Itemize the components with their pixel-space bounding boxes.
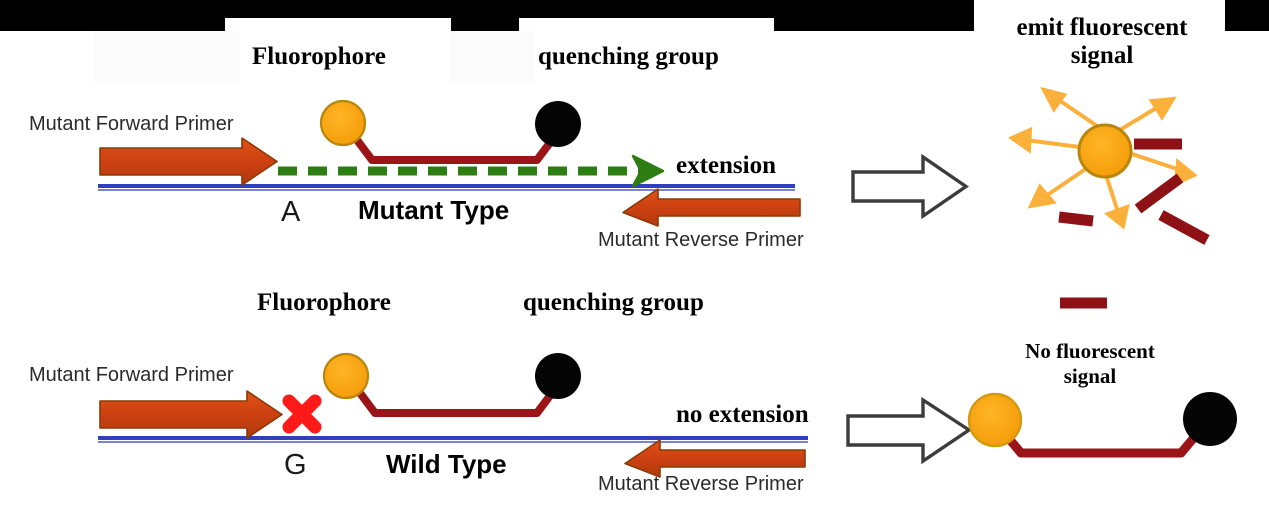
bottom-mutant-reverse-primer-label: Mutant Reverse Primer <box>598 473 804 495</box>
top-black-bar-5 <box>774 0 974 31</box>
bottom-quenching-group-label: quenching group <box>523 289 704 316</box>
bottom-probe-backbone-icon <box>347 377 565 417</box>
top-black-bar-3 <box>451 0 519 31</box>
bottom-forward-primer-arrow-icon <box>99 390 283 439</box>
top-fluorophore-label: Fluorophore <box>252 43 386 70</box>
top-template-strand-icon <box>98 184 795 191</box>
no-fluorescent-signal-label-line2: signal <box>1063 364 1117 388</box>
extension-arrowhead-icon <box>631 154 665 188</box>
bottom-panel-graphics <box>98 297 1237 478</box>
emit-fluorescent-signal-label-line1: emit fluorescent <box>1016 14 1188 41</box>
mismatch-x-icon <box>282 394 322 434</box>
cleaved-probe-fragments-icon <box>1058 138 1210 245</box>
top-black-bar-4 <box>519 0 774 18</box>
top-process-arrow-icon <box>851 153 970 220</box>
no-extension-label: no extension <box>676 401 809 428</box>
wild-type-label: Wild Type <box>386 449 507 479</box>
top-quencher-icon <box>535 101 581 147</box>
bottom-base-letter-g: G <box>284 449 307 481</box>
top-mutant-forward-primer-label: Mutant Forward Primer <box>29 113 234 135</box>
top-black-bar-2 <box>225 0 451 18</box>
top-fluorophore-icon <box>319 99 367 147</box>
top-mutant-reverse-primer-label: Mutant Reverse Primer <box>598 229 804 251</box>
top-reverse-primer-arrow-icon <box>622 188 801 227</box>
bottom-quencher-icon <box>535 353 581 399</box>
top-black-bar-6 <box>1225 0 1269 31</box>
mutant-type-label: Mutant Type <box>358 195 510 225</box>
top-black-bar-1 <box>0 0 225 31</box>
emitting-fluorophore-icon <box>1007 86 1198 230</box>
bottom-template-strand-icon <box>98 436 808 443</box>
top-panel-graphics <box>98 86 1210 245</box>
intact-probe-icon <box>967 392 1237 458</box>
bottom-fluorophore-label: Fluorophore <box>257 289 391 316</box>
top-forward-primer-arrow-icon <box>99 137 278 186</box>
bottom-reverse-primer-arrow-icon <box>624 439 806 478</box>
top-probe-backbone-icon <box>344 124 565 164</box>
fluorescence-rays-icon <box>1007 86 1198 230</box>
emit-fluorescent-signal-label-line2: signal <box>1070 42 1134 69</box>
top-quenching-group-label: quenching group <box>538 43 719 70</box>
ghost-panel-left <box>95 31 240 83</box>
extension-label: extension <box>676 152 776 179</box>
top-base-letter-a: A <box>281 196 301 228</box>
ghost-panel-middle <box>450 31 535 83</box>
bottom-fluorophore-icon <box>322 352 370 400</box>
no-fluorescent-signal-label-line1: No fluorescent <box>1025 339 1155 363</box>
bottom-process-arrow-icon <box>846 396 973 465</box>
bottom-mutant-forward-primer-label: Mutant Forward Primer <box>29 364 234 386</box>
